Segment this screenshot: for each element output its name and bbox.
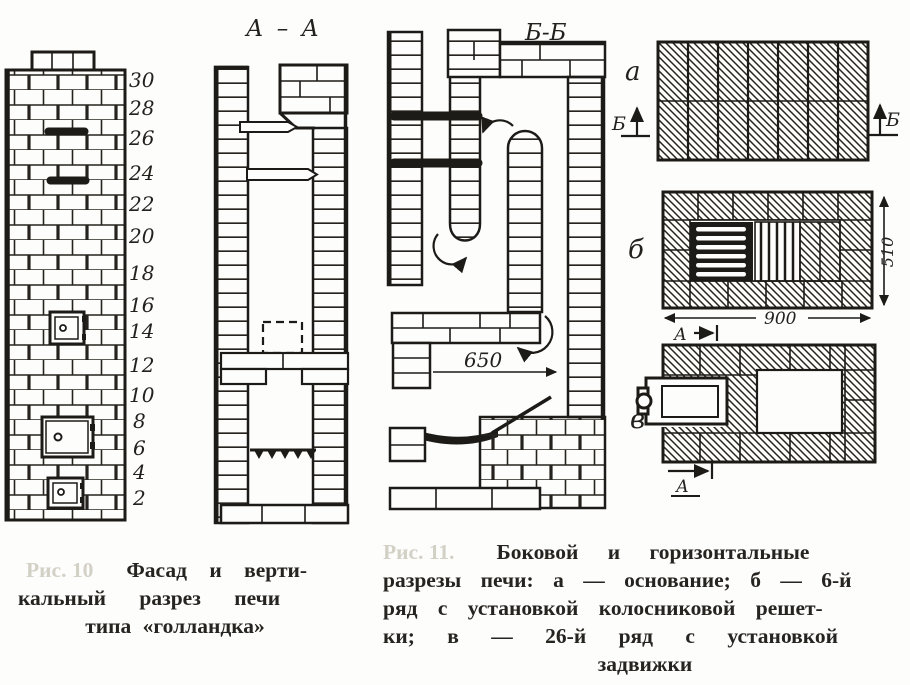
chimney-cap (30, 50, 96, 72)
fire-door (40, 415, 95, 459)
smoke-flow-arrows (432, 116, 554, 363)
smoke-arrow (516, 315, 554, 363)
section-marker-b-left: Б (611, 106, 650, 138)
door-handle (57, 488, 65, 496)
slide-damper (239, 121, 300, 133)
plan-a-drawing: а Б Б (611, 40, 900, 162)
smoke-arrow (432, 233, 468, 274)
dashed-opening (261, 320, 304, 355)
row-number: 6 (133, 436, 146, 460)
smoke-arrow (481, 116, 514, 134)
figure11-caption-line: задвижки (597, 652, 693, 676)
cleanout-door-upper (48, 310, 86, 346)
marker-b-label: Б (885, 109, 900, 131)
damper-handle-ring (635, 392, 653, 410)
row-number: 4 (132, 460, 146, 484)
section-aa-drawing: А – А (213, 16, 350, 525)
plan-b-label: б (628, 235, 644, 265)
dimension-900: 900 (663, 309, 872, 329)
door-handle (53, 432, 63, 442)
dimension-900-value: 900 (764, 309, 797, 329)
marker-a-label: А (675, 477, 689, 497)
grate-plan (690, 222, 753, 281)
row-number: 28 (128, 96, 154, 120)
figure11-caption-line: Боковой и горизонтальные (496, 540, 810, 564)
section-marker-b-right: Б (869, 103, 900, 137)
grate-crescent (413, 429, 498, 445)
damper-bar (46, 176, 90, 185)
row-number: 30 (129, 68, 155, 92)
row-number: 22 (128, 192, 154, 216)
plan-v-drawing: в А (630, 343, 877, 497)
row-number: 2 (132, 486, 146, 510)
plan-a-label: а (625, 57, 641, 87)
row-number: 26 (128, 126, 155, 150)
row-number: 18 (129, 261, 154, 285)
row-number: 12 (129, 353, 154, 377)
row-number: 20 (128, 224, 155, 248)
section-aa-title: А – А (244, 16, 322, 42)
figure11-caption: Рис. 11. Боковой и горизонтальные разрез… (383, 538, 907, 678)
figure11-number-faint: Рис. 11. (383, 540, 455, 564)
section-marker-a-bottom: А (668, 462, 714, 497)
row-number: 10 (129, 383, 155, 407)
marker-a-label: А (673, 325, 687, 345)
dimension-650: 650 (433, 348, 558, 378)
flue-opening (755, 368, 844, 435)
row-number: 14 (129, 319, 154, 343)
row-number: 16 (129, 293, 155, 317)
row-number: 24 (128, 161, 154, 185)
damper-bar (44, 127, 89, 136)
section-marker-a-mid: А (673, 325, 719, 345)
facade-drawing: 30 28 26 24 22 20 18 16 14 12 10 8 6 4 2 (4, 50, 155, 522)
figure10-number-faint: Рис. 10 (26, 558, 94, 582)
row-numbers: 30 28 26 24 22 20 18 16 14 12 10 8 6 4 2 (128, 68, 155, 510)
figure10-caption-line: Фасад и верти- (126, 558, 308, 582)
figure11-caption-line: разрезы печи: а — основание; б — 6-й (383, 568, 852, 592)
grate-teeth (250, 448, 316, 459)
slide-damper (246, 168, 319, 181)
figure10-caption: Рис. 10 Фасад и верти- кальный разрез пе… (10, 556, 340, 640)
door-handle (59, 324, 67, 332)
ash-door (46, 476, 85, 510)
vertical-bars (754, 221, 801, 282)
damper-bar (389, 158, 483, 168)
damper-bar (389, 111, 483, 121)
figure11-caption-line: ки; в — 26-й ряд с установкой (383, 624, 839, 648)
row-number: 8 (133, 409, 146, 433)
stove-figures-drawing: 30 28 26 24 22 20 18 16 14 12 10 8 6 4 2… (4, 16, 900, 525)
section-bb-drawing: Б-Б 650 (386, 20, 607, 511)
plan-b-drawing: б 900 510 (628, 190, 897, 345)
dimension-650-value: 650 (464, 348, 502, 372)
dimension-510-value: 510 (878, 237, 897, 268)
damper-device (635, 376, 729, 426)
marker-b-label: Б (611, 113, 626, 135)
figure11-caption-line: ряд с установкой колосниковой решет- (383, 596, 823, 620)
figure10-caption-line: кальный разрез печи (18, 586, 281, 610)
dimension-510: 510 (878, 195, 897, 307)
figure10-caption-line: типа «голландка» (85, 614, 265, 638)
